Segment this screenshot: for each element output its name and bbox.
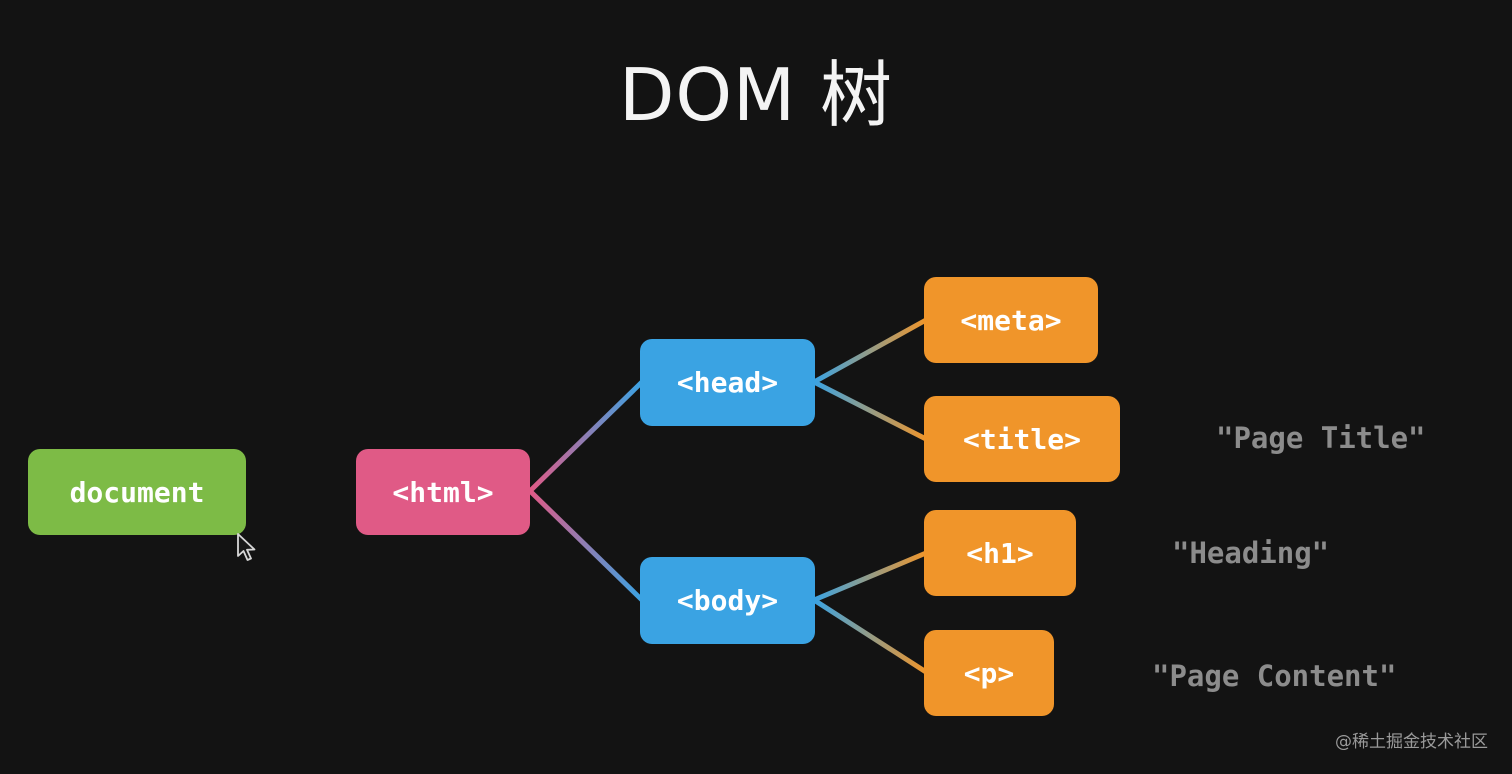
link-html-body (527, 488, 645, 603)
node-title: <title> (924, 396, 1120, 482)
node-p: <p> (924, 630, 1054, 716)
node-document: document (28, 449, 246, 535)
link-html-head (527, 379, 645, 494)
watermark: @稀土掘金技术社区 (1335, 732, 1488, 752)
node-h1: <h1> (924, 510, 1076, 596)
node-html: <html> (356, 449, 530, 535)
link-body-h1 (811, 550, 929, 603)
link-head-meta (811, 317, 929, 385)
text-node-heading: "Heading" (1172, 536, 1330, 570)
diagram-title: DOM 树 (618, 53, 894, 137)
node-meta: <meta> (924, 277, 1098, 363)
text-node-page-title: "Page Title" (1216, 421, 1426, 455)
mouse-pointer-icon (237, 533, 256, 561)
link-head-title (811, 379, 929, 442)
text-node-page-content: "Page Content" (1152, 659, 1397, 693)
link-body-p (811, 597, 929, 675)
node-body: <body> (640, 557, 815, 644)
node-head: <head> (640, 339, 815, 426)
